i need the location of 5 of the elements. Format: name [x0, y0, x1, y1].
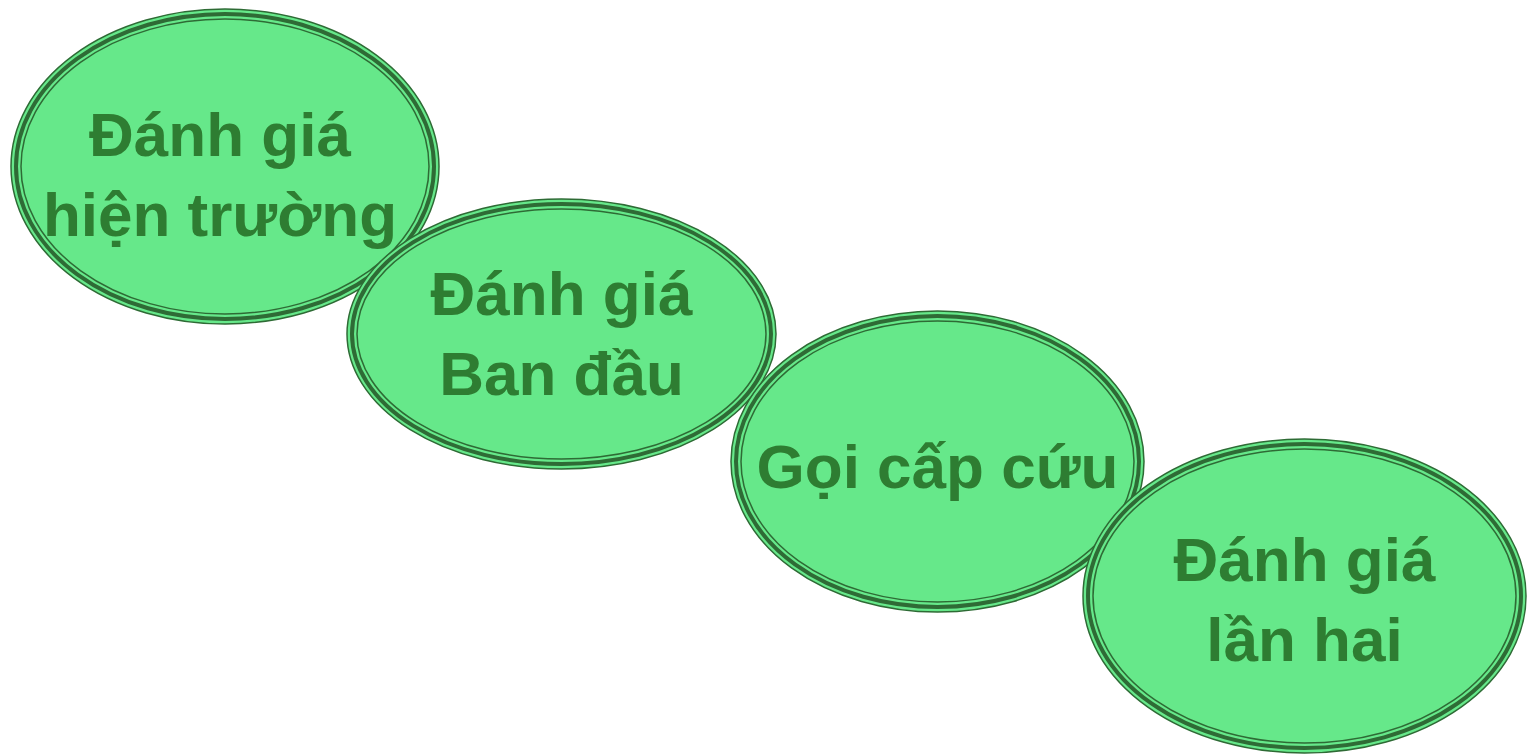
node-label: Đánh giá lần hai — [1172, 524, 1437, 676]
ellipse-node — [730, 310, 1145, 613]
node-label: Đánh giá Ban đầu — [429, 258, 694, 410]
node-label: Đánh giá hiện trường — [41, 98, 399, 251]
node-label: Gọi cấp cứu — [755, 430, 1120, 503]
